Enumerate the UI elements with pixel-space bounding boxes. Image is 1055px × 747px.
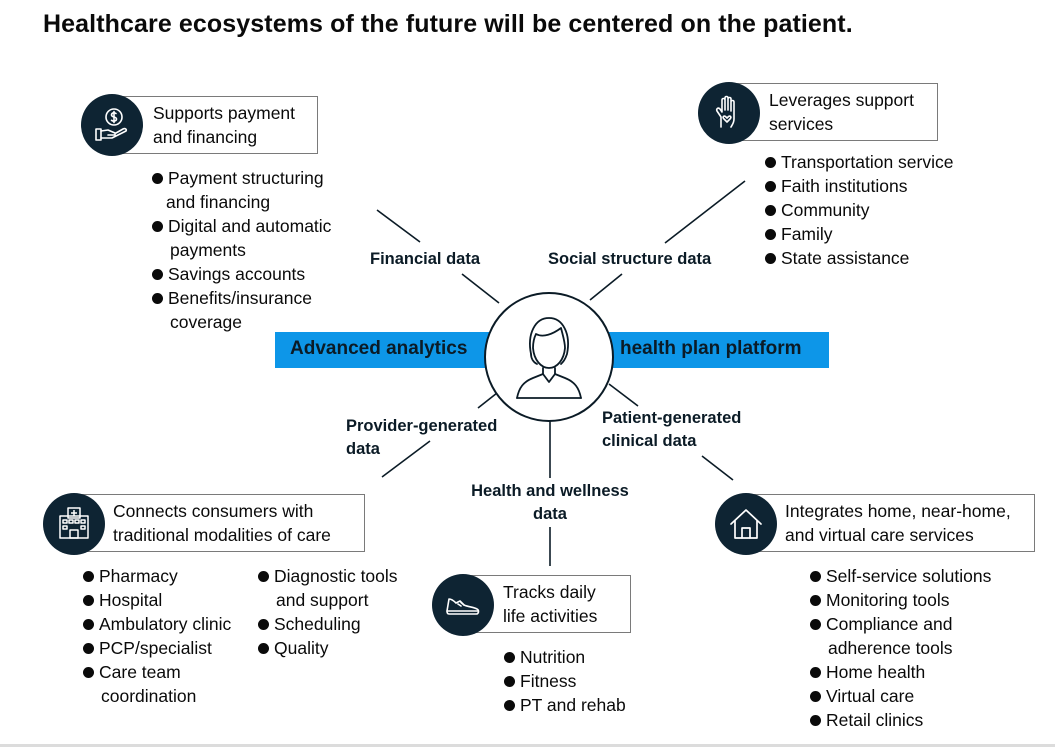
label-provider-data: Provider-generated data — [346, 415, 497, 461]
band-right-label: health plan platform — [620, 338, 802, 359]
label-patient-data: Patient-generated clinical data — [602, 407, 741, 453]
label-financial-data: Financial data — [370, 250, 481, 268]
support-icon-circle — [698, 82, 760, 144]
list-item: Community — [765, 198, 953, 222]
home-list: Self-service solutions Monitoring tools … — [810, 564, 991, 732]
list-item: Care team — [83, 660, 231, 684]
list-item: Digital and automatic — [152, 214, 331, 238]
support-box: Leverages support services — [730, 83, 938, 141]
connector-social-bottom — [589, 273, 623, 301]
bottom-rule — [0, 744, 1055, 747]
consumers-box: Connects consumers with traditional moda… — [74, 494, 365, 552]
support-title-line1: Leverages support — [769, 90, 914, 110]
sneaker-icon — [446, 598, 480, 615]
list-item-continuation: and financing — [166, 192, 271, 212]
list-item-continuation: and support — [276, 590, 369, 610]
list-item: Home health — [810, 660, 991, 684]
list-item: State assistance — [765, 246, 953, 270]
list-item: Faith institutions — [765, 174, 953, 198]
payment-list: Payment structuring and financing Digita… — [152, 166, 331, 334]
patient-icon — [516, 317, 582, 399]
daily-title-line1: Tracks daily — [503, 582, 596, 602]
list-item: Payment structuring — [152, 166, 331, 190]
list-item: Diagnostic tools — [258, 564, 398, 588]
home-title-line2: and virtual care services — [785, 525, 974, 545]
hospital-icon — [59, 507, 89, 539]
support-list: Transportation service Faith institution… — [765, 150, 953, 270]
list-item-continuation: coordination — [101, 686, 197, 706]
connector-financial-top — [376, 209, 421, 243]
hand-heart-icon — [715, 95, 735, 128]
list-item: Pharmacy — [83, 564, 231, 588]
list-item: Virtual care — [810, 684, 991, 708]
consumers-title-line1: Connects consumers with — [113, 501, 314, 521]
list-item: Self-service solutions — [810, 564, 991, 588]
list-item: PT and rehab — [504, 693, 626, 717]
payment-title-line2: and financing — [153, 127, 258, 147]
connector-patient-top — [608, 383, 639, 407]
connector-patient-bottom — [701, 455, 734, 481]
house-icon — [730, 509, 762, 539]
list-item: Ambulatory clinic — [83, 612, 231, 636]
list-item: Retail clinics — [810, 708, 991, 732]
label-social-structure-data: Social structure data — [548, 250, 712, 268]
consumers-list-col1: Pharmacy Hospital Ambulatory clinic PCP/… — [83, 564, 231, 708]
home-box: Integrates home, near-home, and virtual … — [747, 494, 1035, 552]
home-title-line1: Integrates home, near-home, — [785, 501, 1011, 521]
label-patient-line1: Patient-generated — [602, 409, 742, 427]
payment-title-line1: Supports payment — [153, 103, 296, 123]
connector-financial-bottom — [461, 273, 500, 304]
consumers-icon-circle — [43, 493, 105, 555]
list-item: Savings accounts — [152, 262, 331, 286]
label-provider-line2: data — [346, 440, 380, 458]
list-item-continuation: payments — [170, 240, 246, 260]
list-item: Monitoring tools — [810, 588, 991, 612]
patient-hub — [484, 292, 614, 422]
daily-icon-circle — [432, 574, 494, 636]
home-icon-circle — [715, 493, 777, 555]
list-item: Nutrition — [504, 645, 626, 669]
band-left-label: Advanced analytics — [290, 338, 468, 359]
list-item: Hospital — [83, 588, 231, 612]
list-item: Fitness — [504, 669, 626, 693]
payment-box: Supports payment and financing — [112, 96, 318, 154]
list-item: Quality — [258, 636, 398, 660]
support-title-line2: services — [769, 114, 834, 134]
label-wellness-data: Health and wellness data — [460, 480, 640, 526]
list-item: Scheduling — [258, 612, 398, 636]
dollar-hand-icon — [95, 108, 128, 141]
connector-provider-bottom — [381, 440, 431, 478]
list-item: Family — [765, 222, 953, 246]
list-item-continuation: adherence tools — [828, 638, 953, 658]
daily-title-line2: life activities — [503, 606, 598, 626]
page-title: Healthcare ecosystems of the future will… — [43, 10, 853, 38]
consumers-title-line2: traditional modalities of care — [113, 525, 331, 545]
list-item-continuation: coverage — [170, 312, 242, 332]
label-provider-line1: Provider-generated — [346, 417, 498, 435]
list-item: Benefits/insurance — [152, 286, 331, 310]
payment-icon-circle — [81, 94, 143, 156]
connector-social-top — [664, 180, 746, 244]
daily-list: Nutrition Fitness PT and rehab — [504, 645, 626, 717]
label-patient-line2: clinical data — [602, 432, 697, 450]
label-wellness-line1: Health and wellness — [471, 482, 629, 500]
connector-provider-top — [477, 392, 498, 409]
list-item: Compliance and — [810, 612, 991, 636]
consumers-list-col2: Diagnostic tools and support Scheduling … — [258, 564, 398, 660]
list-item: PCP/specialist — [83, 636, 231, 660]
list-item: Transportation service — [765, 150, 953, 174]
label-wellness-line2: data — [533, 505, 567, 523]
